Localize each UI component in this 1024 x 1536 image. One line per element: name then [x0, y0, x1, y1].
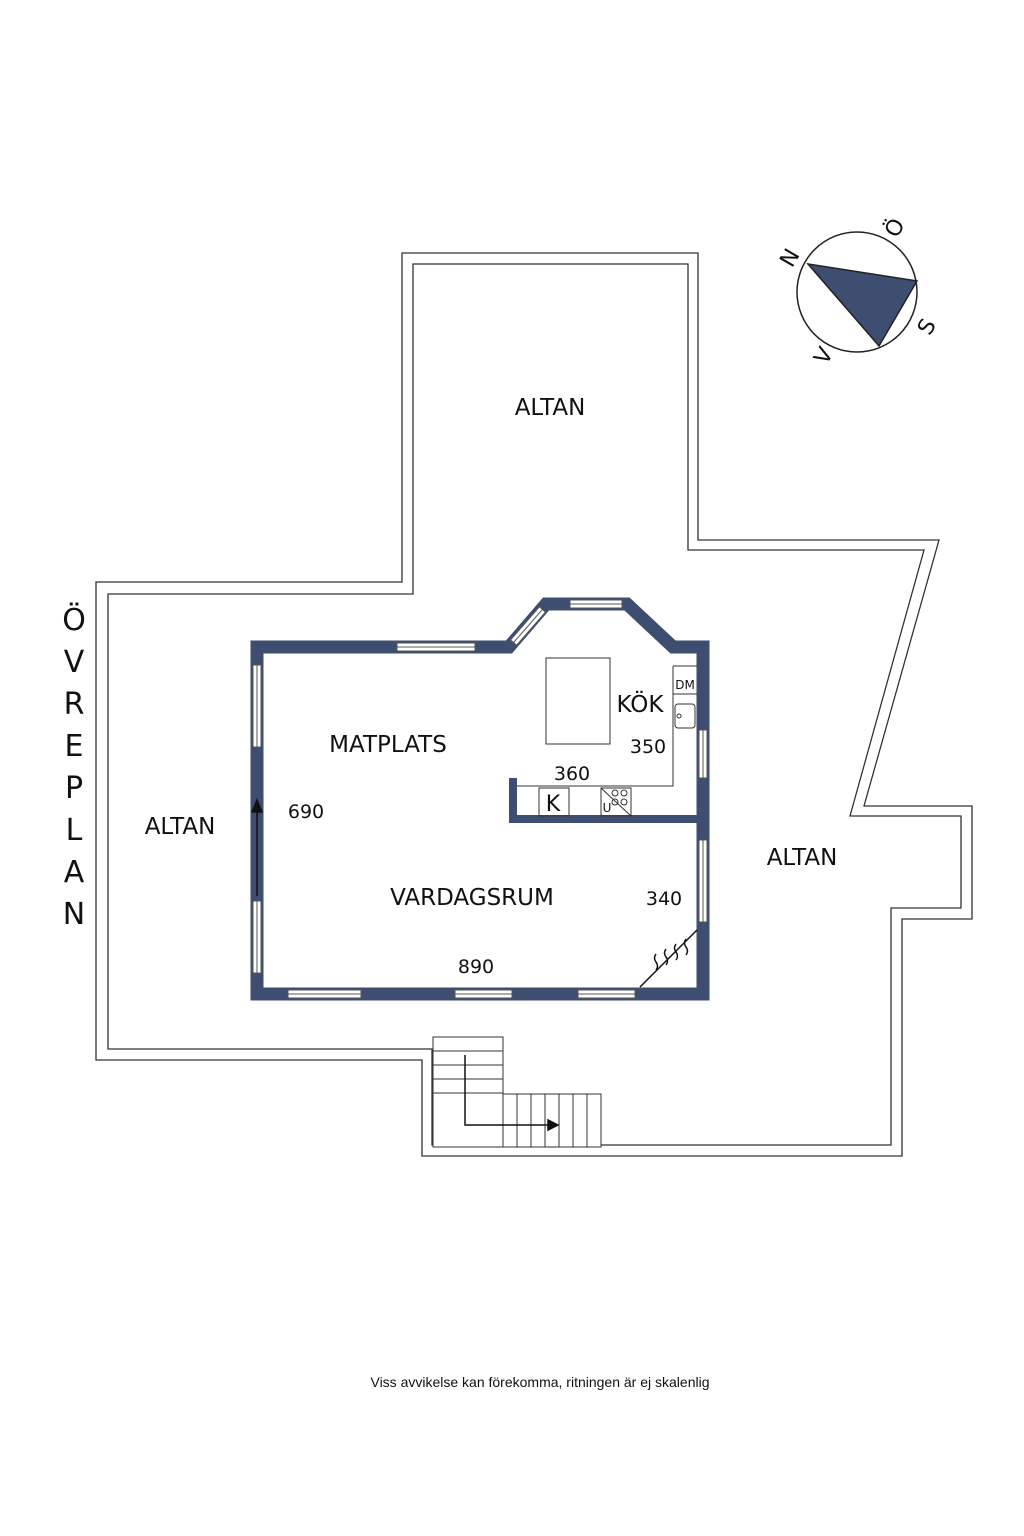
stove-icon: [611, 789, 628, 806]
dimension-matplats-width: 360: [554, 763, 590, 785]
stairs-direction-arrow: [464, 1055, 560, 1132]
room-label-altan-left: ALTAN: [145, 814, 216, 840]
plan-title-letter: E: [64, 729, 84, 764]
plan-title-letter: V: [63, 645, 85, 680]
window-northeast: [569, 599, 623, 609]
plan-title-letter: R: [63, 687, 85, 722]
window-west-lower: [252, 900, 262, 974]
plan-title-letter: A: [63, 855, 85, 890]
window-east-living: [698, 839, 708, 923]
fixture-label-dishwasher: DM: [675, 678, 695, 692]
room-label-matplats: MATPLATS: [329, 732, 447, 758]
plan-title-letter: Ö: [62, 603, 86, 638]
disclaimer-text: Viss avvikelse kan förekomma, ritningen …: [370, 1374, 710, 1390]
exterior-walls: [250, 597, 710, 1001]
window-west-upper: [252, 664, 262, 748]
stairs: [432, 1036, 602, 1148]
compass-arrow-icon: [806, 262, 919, 348]
compass-label-south: S: [913, 315, 942, 340]
sink-icon: [674, 703, 696, 729]
kitchen-island: [545, 657, 611, 745]
window-east-kitchen: [698, 729, 708, 779]
room-label-altan-top: ALTAN: [515, 395, 586, 421]
plan-title-letter: N: [62, 897, 86, 932]
fireplace-icon: [639, 929, 698, 988]
plan-title: Ö V R E P L A N: [52, 600, 96, 936]
terrace-outline: [95, 252, 973, 1157]
fixture-label-oven: U: [603, 801, 612, 815]
kitchen-partition-wall: [509, 778, 703, 823]
dimension-arrow-west: [250, 798, 264, 896]
room-label-altan-right: ALTAN: [767, 845, 838, 871]
compass-label-north: N: [775, 245, 805, 272]
window-diagonal: [509, 606, 547, 646]
kitchen-counter: [517, 665, 697, 817]
windows: [252, 599, 708, 999]
window-north: [396, 642, 476, 652]
window-south-1: [287, 989, 362, 999]
window-south-2: [454, 989, 513, 999]
window-south-3: [577, 989, 636, 999]
fixture-label-fridge: K: [546, 792, 561, 817]
compass: N Ö S V: [775, 214, 941, 369]
dimension-kok-depth: 350: [630, 736, 666, 758]
plan-title-letter: L: [65, 813, 83, 848]
dimension-west-wall: 690: [288, 801, 324, 823]
dimension-vardagsrum-depth: 340: [646, 888, 682, 910]
plan-title-letter: P: [64, 771, 84, 806]
room-label-vardagsrum: VARDAGSRUM: [390, 885, 554, 911]
room-label-kok: KÖK: [616, 690, 664, 718]
dimension-south-wall: 890: [458, 956, 494, 978]
